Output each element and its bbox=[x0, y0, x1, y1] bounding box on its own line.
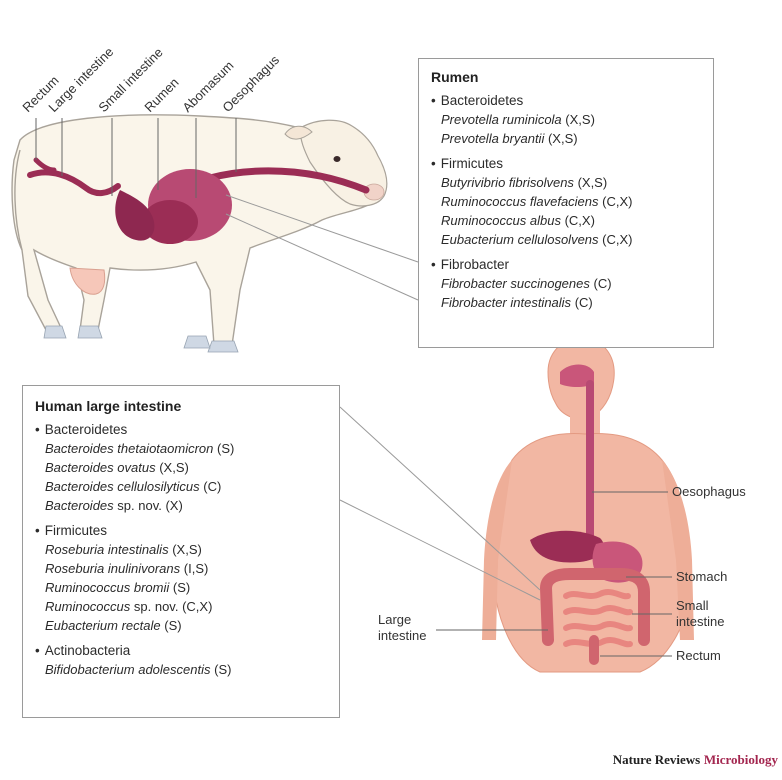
species-code: (C,X) bbox=[602, 194, 632, 209]
species-name: Bacteroides thetaiotaomicron bbox=[45, 441, 213, 456]
species-entry: Eubacterium cellulosolvens (C,X) bbox=[431, 230, 701, 249]
species-name: Roseburia inulinivorans bbox=[45, 561, 180, 576]
species-name: Prevotella ruminicola bbox=[441, 112, 562, 127]
species-code: (S) bbox=[164, 618, 181, 633]
species-entry: Ruminococcus flavefaciens (C,X) bbox=[431, 192, 701, 211]
species-name: Butyrivibrio fibrisolvens bbox=[441, 175, 574, 190]
species-entry: Bacteroides ovatus (X,S) bbox=[35, 458, 327, 477]
human-group-actinobacteria: Actinobacteria Bifidobacterium adolescen… bbox=[35, 641, 327, 679]
species-name: Eubacterium rectale bbox=[45, 618, 161, 633]
species-entry: Butyrivibrio fibrisolvens (X,S) bbox=[431, 173, 701, 192]
species-code: (X,S) bbox=[172, 542, 202, 557]
cow-hoof bbox=[44, 326, 66, 338]
rumen-pointer-line bbox=[226, 214, 418, 300]
species-suffix: sp. nov. bbox=[117, 498, 162, 513]
species-name: Bifidobacterium adolescentis bbox=[45, 662, 210, 677]
phylum-label: Firmicutes bbox=[431, 154, 701, 173]
human-group-firmicutes: Firmicutes Roseburia intestinalis (X,S) … bbox=[35, 521, 327, 635]
species-entry: Ruminococcus sp. nov. (C,X) bbox=[35, 597, 327, 616]
species-code: (X,S) bbox=[159, 460, 189, 475]
species-name: Roseburia intestinalis bbox=[45, 542, 169, 557]
human-large-intestine-box: Human large intestine Bacteroidetes Bact… bbox=[22, 385, 340, 718]
species-code: (S) bbox=[214, 662, 231, 677]
human-label-rectum: Rectum bbox=[676, 648, 721, 664]
species-name: Ruminococcus bromii bbox=[45, 580, 169, 595]
species-code: (C) bbox=[203, 479, 221, 494]
credit-section: Microbiology bbox=[704, 752, 778, 767]
species-name: Ruminococcus flavefaciens bbox=[441, 194, 599, 209]
species-code: (C,X) bbox=[565, 213, 595, 228]
species-name: Ruminococcus albus bbox=[441, 213, 561, 228]
phylum-label: Bacteroidetes bbox=[35, 420, 327, 439]
species-code: (X,S) bbox=[548, 131, 578, 146]
species-name: Bacteroides bbox=[45, 498, 114, 513]
species-entry: Bacteroides cellulosilyticus (C) bbox=[35, 477, 327, 496]
phylum-label: Actinobacteria bbox=[35, 641, 327, 660]
human-label-stomach: Stomach bbox=[676, 569, 727, 585]
species-code: (C) bbox=[575, 295, 593, 310]
species-code: (X,S) bbox=[565, 112, 595, 127]
phylum-label: Bacteroidetes bbox=[431, 91, 701, 110]
phylum-label: Firmicutes bbox=[35, 521, 327, 540]
rumen-box-title: Rumen bbox=[431, 69, 701, 85]
credit-journal: Nature Reviews bbox=[613, 752, 701, 767]
species-name: Ruminococcus bbox=[45, 599, 130, 614]
species-entry: Bifidobacterium adolescentis (S) bbox=[35, 660, 327, 679]
species-code: (S) bbox=[217, 441, 234, 456]
cow-eye bbox=[334, 156, 341, 162]
species-name: Bacteroides ovatus bbox=[45, 460, 156, 475]
cow-udder bbox=[70, 268, 105, 294]
cow-hoof bbox=[184, 336, 210, 348]
species-name: Bacteroides cellulosilyticus bbox=[45, 479, 200, 494]
species-code: (S) bbox=[173, 580, 190, 595]
species-entry: Bacteroides thetaiotaomicron (S) bbox=[35, 439, 327, 458]
species-entry: Bacteroides sp. nov. (X) bbox=[35, 496, 327, 515]
species-entry: Roseburia inulinivorans (I,S) bbox=[35, 559, 327, 578]
rumen-group-fibrobacter: Fibrobacter Fibrobacter succinogenes (C)… bbox=[431, 255, 701, 312]
species-entry: Fibrobacter intestinalis (C) bbox=[431, 293, 701, 312]
human-illustration bbox=[482, 338, 694, 672]
species-code: (C) bbox=[593, 276, 611, 291]
rumen-group-firmicutes: Firmicutes Butyrivibrio fibrisolvens (X,… bbox=[431, 154, 701, 249]
species-name: Eubacterium cellulosolvens bbox=[441, 232, 599, 247]
species-code: (C,X) bbox=[182, 599, 212, 614]
species-entry: Eubacterium rectale (S) bbox=[35, 616, 327, 635]
species-entry: Fibrobacter succinogenes (C) bbox=[431, 274, 701, 293]
human-box-title: Human large intestine bbox=[35, 398, 327, 414]
species-name: Fibrobacter succinogenes bbox=[441, 276, 590, 291]
phylum-label: Fibrobacter bbox=[431, 255, 701, 274]
species-suffix: sp. nov. bbox=[134, 599, 179, 614]
species-code: (C,X) bbox=[602, 232, 632, 247]
rumen-group-bacteroidetes: Bacteroidetes Prevotella ruminicola (X,S… bbox=[431, 91, 701, 148]
species-name: Prevotella bryantii bbox=[441, 131, 544, 146]
rumen-box: Rumen Bacteroidetes Prevotella ruminicol… bbox=[418, 58, 714, 348]
human-neck bbox=[570, 410, 600, 436]
cow-hoof bbox=[208, 341, 238, 352]
species-entry: Roseburia intestinalis (X,S) bbox=[35, 540, 327, 559]
species-entry: Prevotella bryantii (X,S) bbox=[431, 129, 701, 148]
species-entry: Ruminococcus albus (C,X) bbox=[431, 211, 701, 230]
cow-hoof bbox=[78, 326, 102, 338]
journal-credit: Nature Reviews Microbiology bbox=[613, 752, 778, 768]
human-label-small-intestine: Small intestine bbox=[676, 598, 746, 630]
human-label-large-intestine: Large intestine bbox=[378, 612, 438, 644]
species-code: (X) bbox=[165, 498, 182, 513]
species-code: (I,S) bbox=[184, 561, 209, 576]
species-name: Fibrobacter intestinalis bbox=[441, 295, 571, 310]
species-code: (X,S) bbox=[578, 175, 608, 190]
species-entry: Prevotella ruminicola (X,S) bbox=[431, 110, 701, 129]
species-entry: Ruminococcus bromii (S) bbox=[35, 578, 327, 597]
human-group-bacteroidetes: Bacteroidetes Bacteroides thetaiotaomicr… bbox=[35, 420, 327, 515]
human-label-oesophagus: Oesophagus bbox=[672, 484, 746, 500]
